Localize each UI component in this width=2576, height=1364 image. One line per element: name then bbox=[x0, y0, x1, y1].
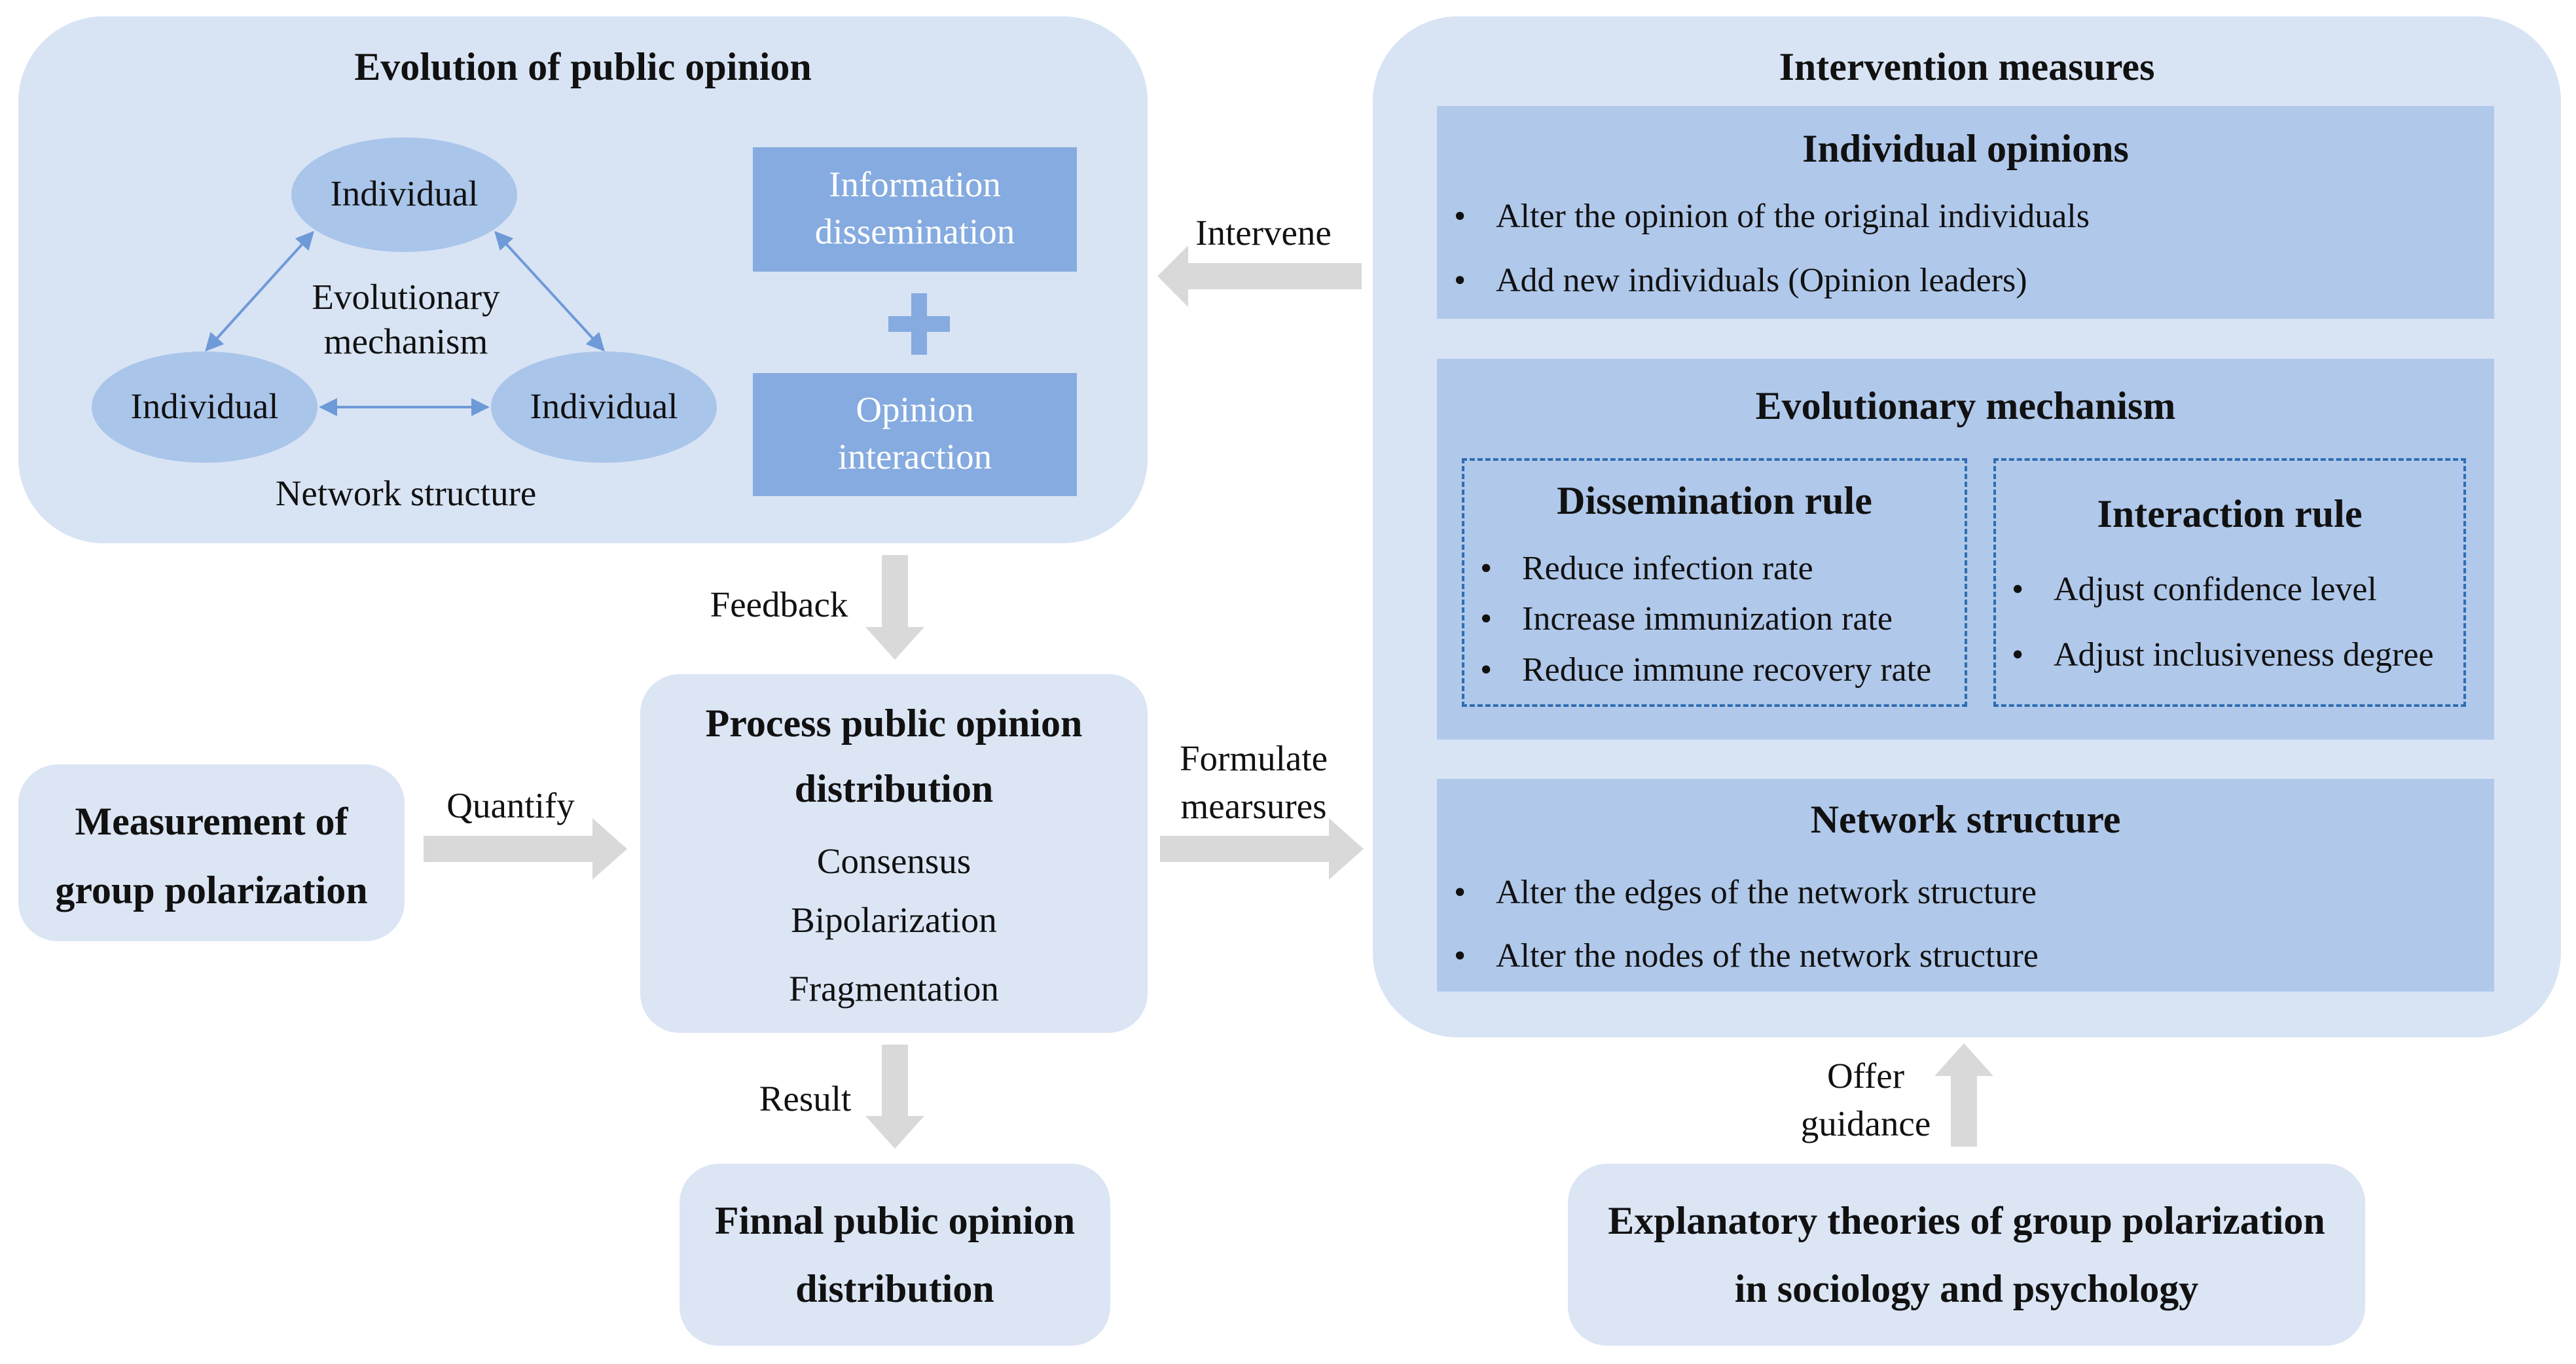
interaction-rule-item: Adjust inclusiveness degree bbox=[2012, 635, 2433, 676]
network-structure-item: Alter the nodes of the network structure bbox=[1454, 936, 2039, 977]
individual-opinions-title: Individual opinions bbox=[1802, 127, 2129, 170]
information-dissemination-box bbox=[753, 147, 1077, 272]
theories-line1: Explanatory theories of group polarizati… bbox=[1608, 1199, 2325, 1242]
dissemination-rule-title: Dissemination rule bbox=[1557, 479, 1872, 522]
network-structure-item: Alter the edges of the network structure bbox=[1454, 872, 2037, 914]
formulate-arrow bbox=[1160, 818, 1364, 880]
individual-node-left bbox=[92, 351, 317, 463]
individual-node-right bbox=[491, 351, 717, 463]
theories-box bbox=[1568, 1164, 2365, 1346]
process-title-line2: distribution bbox=[794, 767, 994, 810]
opinion-interaction-line1: Opinion bbox=[856, 389, 974, 429]
opinion-interaction-line2: interaction bbox=[837, 437, 992, 476]
offer-label-line2: guidance bbox=[1800, 1104, 1931, 1143]
process-item-consensus: Consensus bbox=[816, 841, 971, 881]
dissemination-rule-item: Reduce immune recovery rate bbox=[1480, 650, 1931, 691]
individual-right-label: Individual bbox=[530, 386, 678, 426]
mechanism-label-line1: Evolutionary bbox=[312, 277, 500, 317]
intervention-title: Intervention measures bbox=[1779, 45, 2155, 88]
interaction-rule-item: Adjust confidence level bbox=[2012, 569, 2377, 611]
individual-opinions-item: Add new individuals (Opinion leaders) bbox=[1454, 260, 2027, 302]
individual-node-top bbox=[291, 137, 517, 252]
dissemination-rule-item: Reduce infection rate bbox=[1480, 548, 1813, 590]
plus-icon bbox=[888, 293, 950, 355]
process-item-bipolarization: Bipolarization bbox=[791, 900, 997, 940]
measurement-line2: group polarization bbox=[55, 869, 368, 912]
process-item-fragmentation: Fragmentation bbox=[789, 969, 999, 1009]
result-arrow bbox=[865, 1045, 924, 1149]
interaction-rule-box bbox=[1993, 458, 2466, 707]
result-label: Result bbox=[759, 1079, 852, 1119]
measurement-box bbox=[18, 764, 405, 941]
feedback-arrow bbox=[865, 555, 924, 660]
evolutionary-mechanism-title: Evolutionary mechanism bbox=[1755, 384, 2176, 427]
quantify-arrow bbox=[424, 818, 627, 880]
intervene-label: Intervene bbox=[1195, 213, 1332, 253]
final-line1: Finnal public opinion bbox=[714, 1199, 1076, 1242]
final-line2: distribution bbox=[795, 1267, 994, 1310]
process-title-line1: Process public opinion bbox=[705, 702, 1083, 745]
formulate-label-line1: Formulate bbox=[1179, 738, 1328, 778]
mechanism-label-line2: mechanism bbox=[323, 321, 488, 361]
network-structure-title: Network structure bbox=[1810, 798, 2121, 841]
individual-left-label: Individual bbox=[130, 386, 279, 426]
link-top-left bbox=[205, 230, 314, 352]
opinion-interaction-box bbox=[753, 373, 1077, 496]
intervene-arrow bbox=[1157, 245, 1362, 307]
dissemination-rule-item: Increase immunization rate bbox=[1480, 599, 1893, 640]
information-dissemination-line1: Information bbox=[829, 164, 1001, 204]
link-top-right bbox=[494, 230, 605, 352]
individual-top-label: Individual bbox=[330, 173, 479, 213]
evolution-title: Evolution of public opinion bbox=[354, 45, 812, 88]
theories-line2: in sociology and psychology bbox=[1734, 1267, 2199, 1310]
final-box bbox=[680, 1164, 1110, 1346]
information-dissemination-line2: dissemination bbox=[814, 211, 1015, 251]
offer-guidance-arrow bbox=[1934, 1043, 1993, 1147]
feedback-label: Feedback bbox=[710, 584, 848, 624]
network-structure-label: Network structure bbox=[275, 473, 537, 513]
dissemination-rule-box bbox=[1462, 458, 1967, 707]
process-box bbox=[640, 674, 1148, 1033]
formulate-label-line2: mearsures bbox=[1180, 786, 1327, 826]
interaction-rule-title: Interaction rule bbox=[2097, 492, 2363, 535]
measurement-line1: Measurement of bbox=[75, 800, 348, 843]
offer-label-line1: Offer bbox=[1826, 1056, 1905, 1096]
quantify-label: Quantify bbox=[446, 785, 575, 825]
individual-opinions-item: Alter the opinion of the original indivi… bbox=[1454, 196, 2090, 238]
